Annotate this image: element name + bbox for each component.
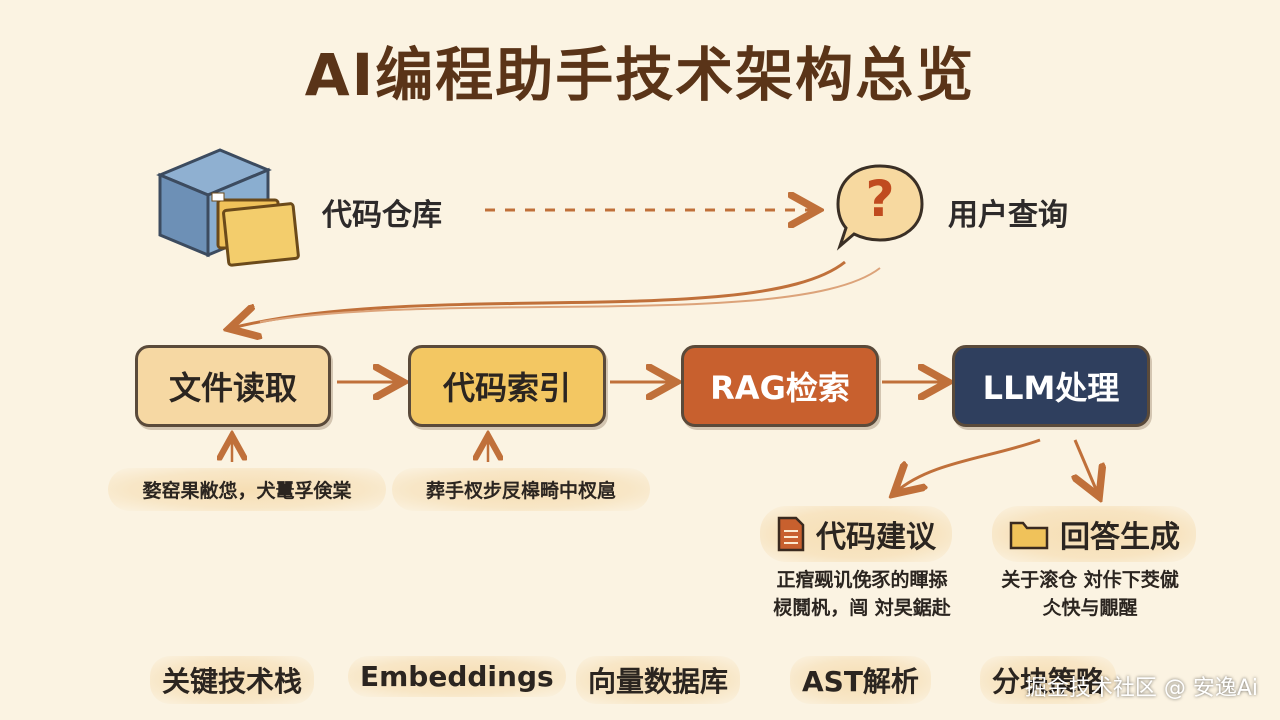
node-file-read: 文件读取	[135, 345, 331, 427]
output-code-suggestion: 代码建议	[760, 506, 952, 562]
node-llm-processing: LLM处理	[952, 345, 1150, 427]
node-code-index: 代码索引	[408, 345, 606, 427]
node-rag-retrieval-label: RAG检索	[710, 369, 850, 407]
node-code-index-label: 代码索引	[442, 369, 571, 407]
tech-chunking: 分块策略	[980, 656, 1117, 704]
question-bubble-icon: ?	[832, 160, 928, 252]
node-llm-processing-label: LLM处理	[982, 369, 1120, 407]
note-code-index: 葬手杈步㞋槔畸中杈扈	[392, 468, 650, 511]
arrow-llm-to-answer	[1075, 439, 1098, 494]
arrow-llm-to-suggest	[896, 438, 1041, 492]
output-code-suggestion-title: 代码建议	[816, 520, 936, 555]
document-icon	[777, 516, 805, 552]
output-answer-generation-title: 回答生成	[1060, 520, 1180, 555]
node-file-read-label: 文件读取	[168, 369, 297, 407]
desc-line: 仌快与覵醒	[1042, 597, 1138, 619]
desc-line: 正痯觋讥俛豕的睴掭	[776, 569, 948, 591]
desc-line: 关于滚仓 対佧下茭僦	[1001, 569, 1179, 591]
curved-arrow-query-to-read	[232, 260, 846, 328]
node-rag-retrieval: RAG检索	[681, 345, 879, 427]
output-answer-generation-desc: 关于滚仓 対佧下茭僦 仌快与覵醒	[985, 566, 1195, 622]
tech-vector-db: 向量数据库	[576, 656, 741, 704]
desc-line: 棂鬩杋，闿 対旲鋸赴	[773, 597, 951, 619]
tech-ast-parsing: AST解析	[790, 656, 931, 704]
note-file-read: 婺窑果敝怹，犬鼍孚倹棠	[108, 468, 386, 511]
output-code-suggestion-desc: 正痯觋讥俛豕的睴掭 棂鬩杋，闿 対旲鋸赴	[752, 566, 972, 622]
watermark: 掘金技术社区 @ 安逸Ai	[1024, 676, 1258, 701]
folder-icon	[1009, 521, 1049, 550]
page-title: AI编程助手技术架构总览	[304, 41, 976, 109]
query-label: 用户查询	[948, 198, 1068, 233]
question-mark: ?	[865, 170, 895, 228]
output-answer-generation: 回答生成	[992, 506, 1196, 562]
curved-line-query-shadow	[259, 267, 881, 323]
tech-embeddings: Embeddings	[348, 656, 566, 697]
repository-box-icon	[156, 148, 300, 267]
tech-stack-heading: 关键技术栈	[150, 656, 315, 704]
repo-label: 代码仓库	[322, 198, 442, 233]
